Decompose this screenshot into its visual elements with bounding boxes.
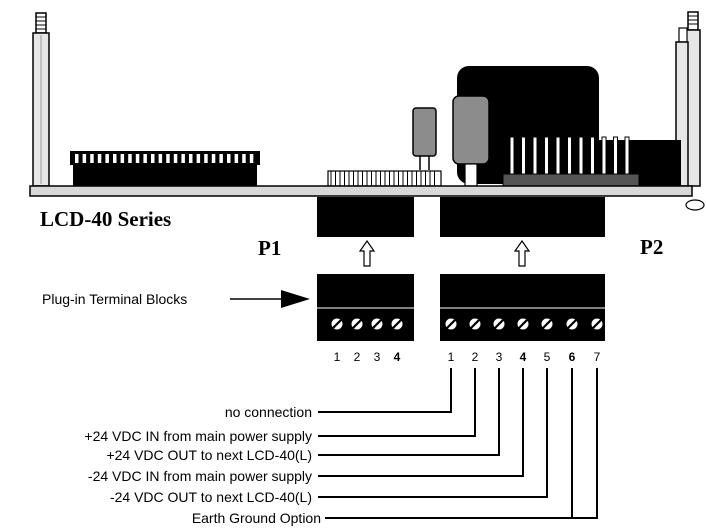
wire-label-pin-1: no connection — [225, 404, 312, 420]
connector-p1-body — [317, 197, 414, 237]
connector-p2-body — [440, 197, 605, 237]
p2-pin-number: 1 — [448, 350, 455, 364]
wire-pin-2 — [318, 368, 476, 437]
wire-label-earth-ground: Earth Ground Option — [192, 510, 321, 526]
p2-pin-number: 6 — [569, 350, 576, 364]
header-pin — [613, 136, 618, 176]
dip-pin — [166, 154, 170, 163]
dip-pin — [128, 154, 132, 163]
wire-pin-3 — [318, 368, 500, 456]
dip-pin — [158, 154, 163, 163]
screw-slot — [332, 319, 342, 329]
p1-pin-number: 3 — [374, 350, 381, 364]
screw-slot — [372, 319, 382, 329]
dip-pin — [82, 154, 87, 163]
dip-pin — [113, 154, 117, 163]
wiring-lines — [318, 368, 598, 519]
pcb-board — [29, 185, 693, 197]
wire-pin-6 — [325, 368, 573, 519]
dip-pin — [151, 154, 155, 163]
screw-slot — [446, 319, 456, 329]
screw-slot — [494, 319, 504, 329]
dip-pin — [242, 154, 246, 163]
screw-slot — [542, 319, 552, 329]
p1-pin-number: 2 — [354, 350, 361, 364]
wire-pin-5 — [318, 368, 548, 498]
dip-pin — [227, 154, 231, 163]
circuit-board — [29, 11, 705, 237]
wire-label-pin-2: +24 VDC IN from main power supply — [84, 428, 312, 444]
dip-pin — [97, 154, 102, 163]
insert-arrow-p1 — [358, 239, 376, 267]
dip-pin — [234, 154, 239, 163]
screw-slot — [352, 319, 362, 329]
wire-label-pin-3: +24 VDC OUT to next LCD-40(L) — [106, 447, 312, 463]
dip-pin — [249, 154, 254, 163]
header-pin — [567, 136, 572, 176]
dip-pin — [120, 154, 125, 163]
p2-pin-number: 7 — [594, 350, 601, 364]
header-pin — [544, 136, 549, 176]
dip-pin — [211, 154, 216, 163]
screw-slot — [392, 319, 402, 329]
screw-slot — [592, 319, 602, 329]
pin-header — [502, 136, 640, 187]
p2-pin-number: 2 — [472, 350, 479, 364]
ic-header — [327, 170, 442, 187]
wire-pin-1 — [318, 368, 452, 413]
wire-label-pin-5: -24 VDC OUT to next LCD-40(L) — [110, 489, 312, 505]
wire-pin-4 — [318, 368, 524, 477]
dip-pin — [204, 154, 208, 163]
header-pin — [521, 136, 526, 176]
p2-pin-number: 4 — [520, 350, 527, 364]
p2-pin-numbers: 1 2 3 4 5 6 7 — [448, 350, 601, 364]
wiring-labels: no connection +24 VDC IN from main power… — [84, 404, 321, 526]
dip-pin — [173, 154, 178, 163]
dip-pin — [219, 154, 223, 163]
series-label: LCD-40 Series — [40, 207, 171, 231]
p1-pin-number: 1 — [334, 350, 341, 364]
p1-pin-numbers: 1 2 3 4 — [334, 350, 401, 364]
dip-pin — [135, 154, 140, 163]
screw-slot — [518, 319, 528, 329]
dip-pin — [181, 154, 185, 163]
p1-pin-number: 4 — [394, 350, 401, 364]
insert-arrow-p2 — [513, 239, 531, 267]
screw-slot — [470, 319, 480, 329]
header-pin — [555, 136, 561, 176]
terminal-blocks-label: Plug-in Terminal Blocks — [42, 291, 187, 307]
dip-connector — [70, 151, 260, 186]
header-pin — [624, 136, 630, 176]
header-pin — [532, 136, 538, 176]
header-pin — [601, 136, 607, 176]
connector-p1-label: P1 — [258, 236, 281, 260]
p2-pin-number: 3 — [496, 350, 503, 364]
large-capacitor — [452, 95, 490, 187]
dip-pin — [75, 154, 79, 163]
header-pin — [590, 136, 595, 176]
connector-p2-label: P2 — [640, 235, 663, 259]
wire-pin-7 — [572, 368, 598, 519]
small-capacitor — [412, 107, 437, 170]
wire-label-pin-4: -24 VDC IN from main power supply — [88, 468, 312, 484]
screw-slot — [567, 319, 577, 329]
header-pin — [509, 136, 515, 176]
dip-pin — [189, 154, 193, 163]
dip-pin — [105, 154, 109, 163]
left-standoff — [32, 12, 50, 187]
callout-arrow — [230, 290, 310, 308]
header-pin — [578, 136, 584, 176]
dip-pin — [143, 154, 147, 163]
p2-pin-number: 5 — [544, 350, 551, 364]
right-standoffs — [675, 11, 705, 211]
dip-pin — [196, 154, 201, 163]
dip-pin — [90, 154, 94, 163]
terminal-block-p1 — [317, 274, 414, 341]
terminal-block-p2 — [440, 274, 605, 341]
